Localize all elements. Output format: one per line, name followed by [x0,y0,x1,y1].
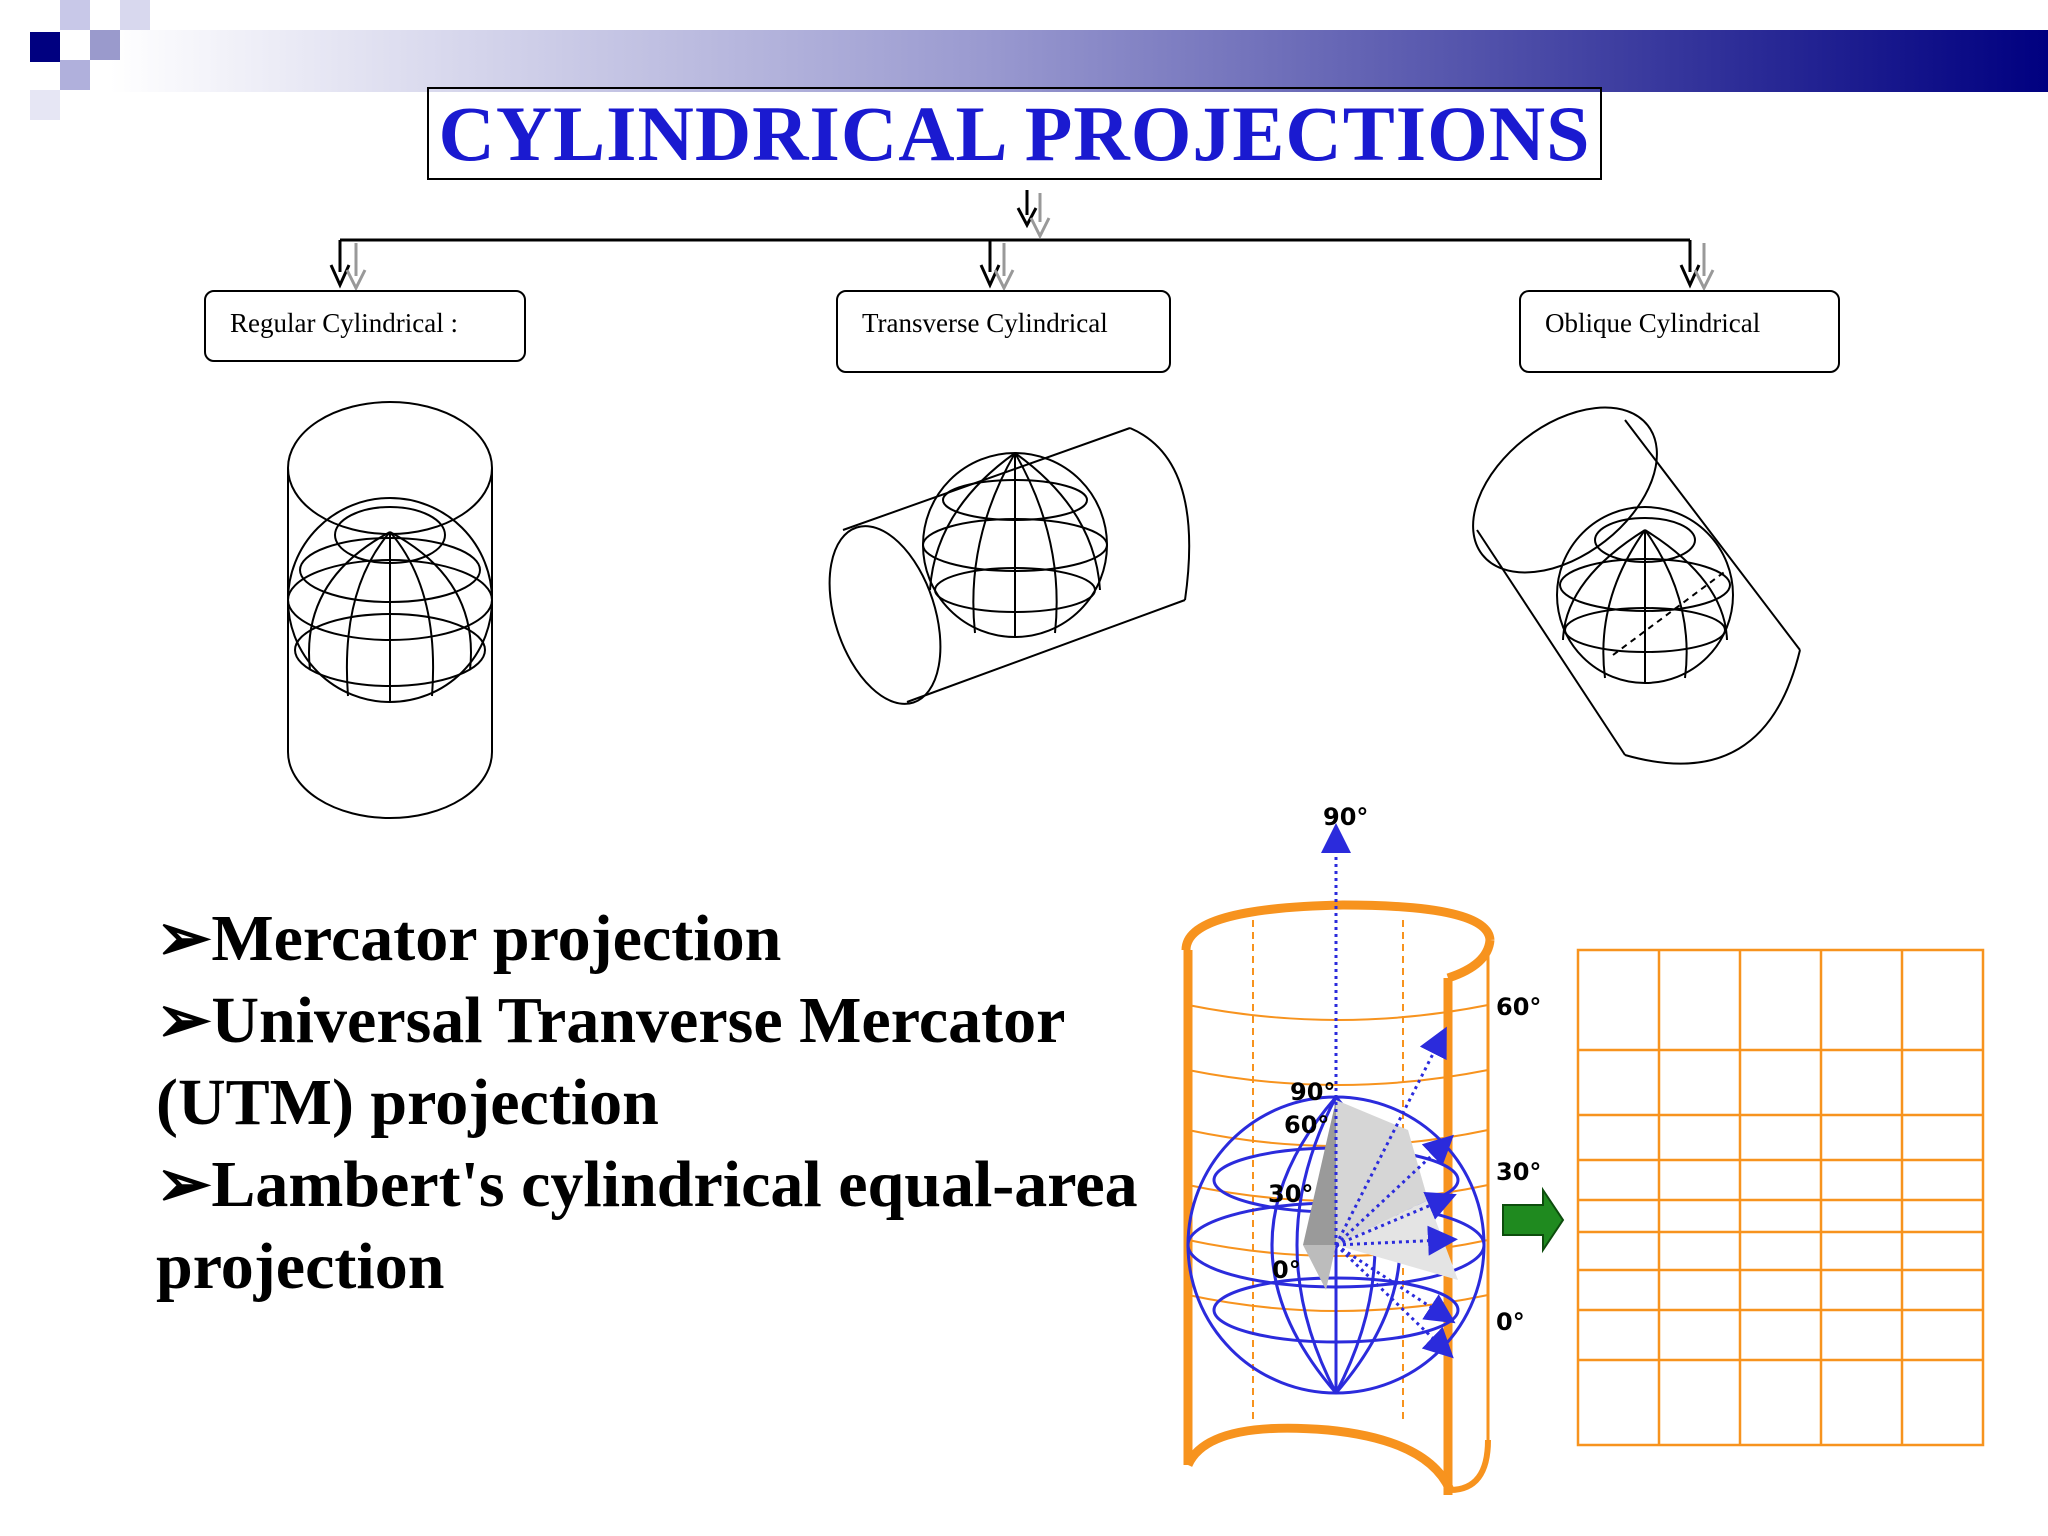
label-globe-30: 30° [1268,1180,1313,1208]
list-item: ➢Mercator projection [156,898,1196,980]
mercator-figure: 90° 60° 30° 0° 90° 60° 30° 0° [1181,803,1985,1495]
category-regular: Regular Cylindrical : [204,290,526,362]
label-cyl-60: 60° [1496,993,1541,1021]
connector-tree [329,190,1715,292]
bullet-text: Mercator projection [211,902,782,975]
regular-cylinder-figure [287,401,493,819]
list-item-continuation: (UTM) projection [156,1066,659,1139]
title-box: CYLINDRICAL PROJECTIONS [427,87,1602,180]
category-transverse: Transverse Cylindrical [836,290,1171,373]
oblique-cylinder-figure [1472,406,1801,765]
bullet-arrow-icon: ➢ [156,1148,212,1221]
list-item: ➢Lambert's cylindrical equal-area [156,1144,1196,1226]
projection-list: ➢Mercator projection ➢Universal Tranvers… [156,898,1196,1308]
bullet-text: Lambert's cylindrical equal-area [211,1148,1138,1221]
label-globe-90: 90° [1290,1078,1335,1106]
bullet-arrow-icon: ➢ [156,902,212,975]
label-globe-0: 0° [1272,1256,1301,1284]
category-oblique: Oblique Cylindrical [1519,290,1840,373]
page-title: CYLINDRICAL PROJECTIONS [438,89,1591,177]
list-item-continuation: projection [156,1230,445,1303]
label-cyl-0: 0° [1496,1308,1525,1336]
label-globe-60: 60° [1284,1111,1329,1139]
header-banner [30,0,2048,120]
list-item: ➢Universal Tranverse Mercator [156,980,1196,1062]
label-cyl-30: 30° [1496,1158,1541,1186]
green-arrow-icon [1502,1186,1565,1254]
bullet-text: Universal Tranverse Mercator [211,984,1066,1057]
label-top-90: 90° [1323,803,1368,831]
transverse-cylinder-figure [828,427,1191,705]
bullet-arrow-icon: ➢ [156,984,212,1057]
